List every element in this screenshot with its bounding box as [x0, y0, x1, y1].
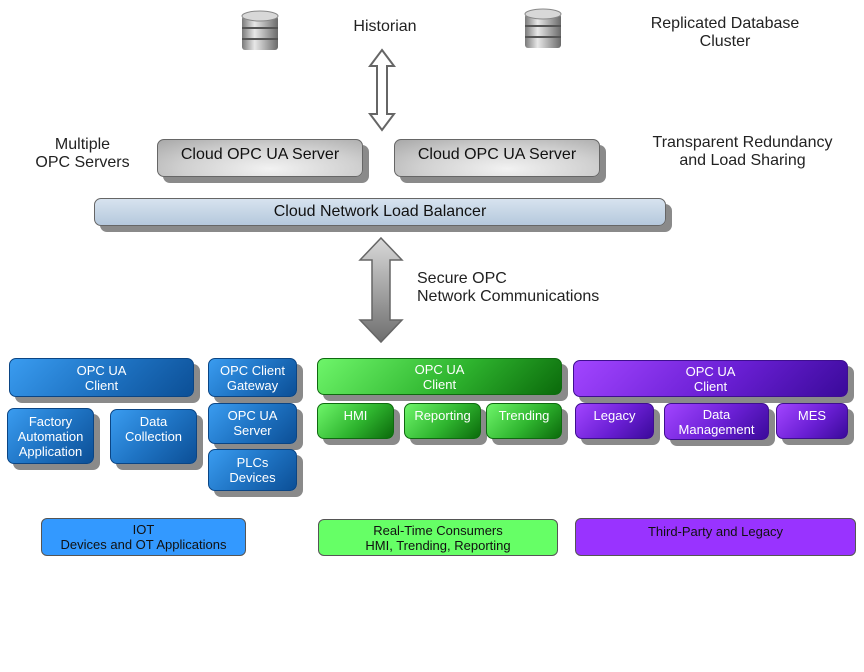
legend-thirdparty: Third-Party and Legacy	[575, 518, 856, 556]
secure-communication-arrow-icon	[358, 236, 404, 344]
bidirectional-arrow-icon	[368, 48, 396, 132]
database-icon	[524, 8, 562, 48]
thirdparty-opc-ua-client[interactable]: OPC UA Client	[573, 360, 848, 397]
data-collection[interactable]: Data Collection	[110, 409, 197, 464]
data-management[interactable]: Data Management	[664, 403, 769, 440]
mes[interactable]: MES	[776, 403, 848, 439]
opc-client-gateway[interactable]: OPC Client Gateway	[208, 358, 297, 397]
plcs-devices[interactable]: PLCs Devices	[208, 449, 297, 491]
secure-communication-label: Secure OPC Network Communications	[417, 270, 600, 305]
historian-label: Historian	[353, 18, 417, 35]
redundancy-label: Transparent Redundancy and Load Sharing	[652, 134, 833, 169]
database-icon	[241, 10, 279, 50]
reporting[interactable]: Reporting	[404, 403, 481, 439]
multiple-servers-label: Multiple OPC Servers	[35, 136, 130, 171]
replicated-cluster-label: Replicated Database Cluster	[650, 15, 800, 50]
factory-automation-application[interactable]: Factory Automation Application	[7, 408, 94, 464]
legend-iot: IOT Devices and OT Applications	[41, 518, 246, 556]
opc-ua-server[interactable]: OPC UA Server	[208, 403, 297, 444]
hmi[interactable]: HMI	[317, 403, 394, 439]
cloud-opc-ua-server[interactable]: Cloud OPC UA Server	[394, 139, 600, 177]
cloud-opc-ua-server[interactable]: Cloud OPC UA Server	[157, 139, 363, 177]
trending[interactable]: Trending	[486, 403, 562, 439]
realtime-opc-ua-client[interactable]: OPC UA Client	[317, 358, 562, 395]
legend-realtime: Real-Time Consumers HMI, Trending, Repor…	[318, 519, 558, 556]
iot-opc-ua-client[interactable]: OPC UA Client	[9, 358, 194, 397]
legacy[interactable]: Legacy	[575, 403, 654, 439]
cloud-network-load-balancer[interactable]: Cloud Network Load Balancer	[94, 198, 666, 226]
